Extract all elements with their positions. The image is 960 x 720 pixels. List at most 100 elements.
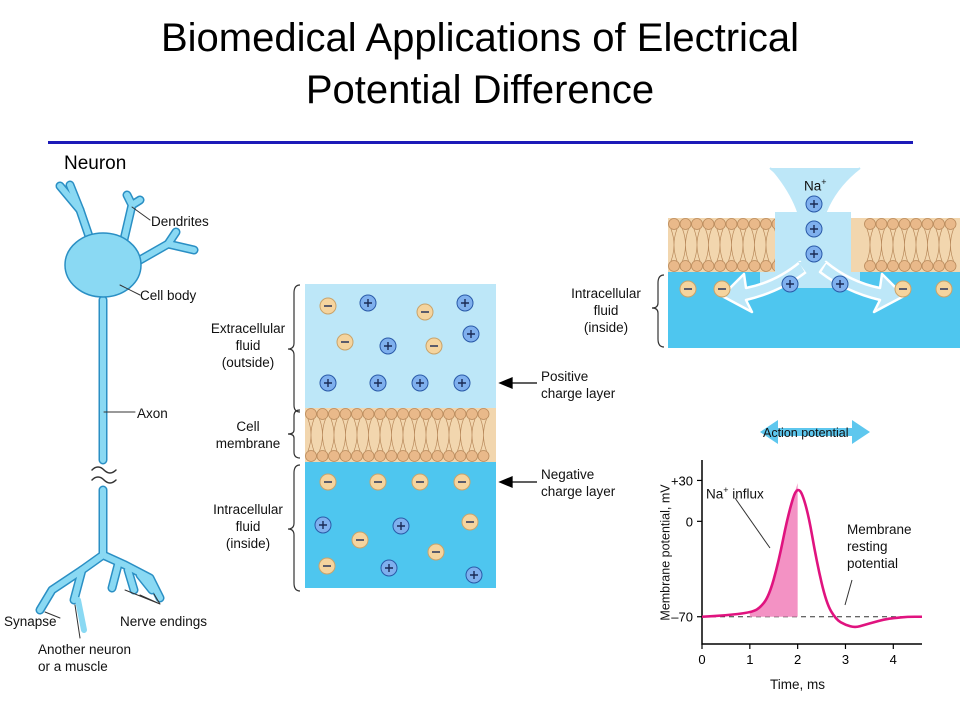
na-superscript: + <box>821 177 827 187</box>
lipid-b-head <box>760 218 772 230</box>
lipid-a-tail <box>376 418 384 452</box>
lipid-b-head <box>864 260 876 272</box>
lipid-b-head <box>748 260 761 272</box>
lipid-b-head <box>887 260 899 272</box>
lipid-a-head <box>316 450 329 462</box>
title-line-2: Potential Difference <box>305 68 655 112</box>
dendrites-label: Dendrites <box>151 214 209 229</box>
lipid-a-tail <box>307 418 315 452</box>
lipid-b-head <box>933 218 945 230</box>
lipid-a-tail <box>422 418 430 452</box>
positive-charge-sign <box>810 200 818 208</box>
lipid-a-head <box>374 408 386 420</box>
lipid-b-tail <box>670 228 678 262</box>
neuron-heading: Neuron <box>64 153 127 174</box>
extracellular-line-1: Extracellular <box>210 321 286 336</box>
lipid-a-tail <box>411 418 418 452</box>
title-underline <box>48 141 913 144</box>
negative-layer-line-1: Negative <box>541 467 595 482</box>
lipid-a-tail <box>388 418 395 452</box>
lipid-a-tail <box>342 418 349 452</box>
lipid-a-head <box>408 450 421 462</box>
lipid-b-tail <box>705 228 712 262</box>
lipid-a-head <box>351 408 363 420</box>
na-ion-label: Na+ <box>804 174 827 195</box>
lipid-b-head <box>725 260 738 272</box>
resting-potential-label: Membrane resting potential <box>847 521 912 572</box>
y-tick-label: +30 <box>671 473 693 488</box>
x-tick-label: 0 <box>698 652 705 667</box>
lipid-b-tail <box>739 228 747 262</box>
lipid-b-tail <box>693 228 701 262</box>
y-tick-label: –70 <box>671 610 693 625</box>
action-potential-arrow <box>760 420 870 444</box>
extracellular-line-3: (outside) <box>221 355 275 370</box>
axon-label: Axon <box>137 406 168 421</box>
resting-line-1: Membrane <box>847 522 912 537</box>
lipid-b-tail <box>682 228 689 262</box>
na-text: Na <box>804 178 822 194</box>
positive-charge-sign <box>786 280 794 288</box>
lipid-b-head <box>910 260 922 272</box>
lipid-b-head <box>898 218 911 230</box>
x-tick-label: 1 <box>746 652 753 667</box>
na-influx-label: Na+ influx <box>706 482 764 503</box>
lipid-b-tail <box>762 228 770 262</box>
lipid-a-head <box>466 408 478 420</box>
positive-charge-sign <box>364 299 372 307</box>
lipid-b-head <box>725 218 738 230</box>
lipid-b-head <box>898 260 911 272</box>
na-influx-superscript: + <box>723 485 729 495</box>
lipid-a-head <box>316 408 329 420</box>
cell-membrane-line-2: membrane <box>215 436 281 451</box>
positive-charge-sign <box>374 379 382 387</box>
lipid-b-tail <box>728 228 735 262</box>
channel-intracellular-line-3: (inside) <box>583 320 629 335</box>
intracellular-line-2: fluid <box>235 519 261 534</box>
membrane-diagram <box>287 284 537 592</box>
positive-charge-sign <box>461 299 469 307</box>
lipid-a-head <box>328 450 340 462</box>
x-tick-label: 2 <box>794 652 801 667</box>
lipid-a-head <box>339 408 352 420</box>
neuron-drawing <box>35 180 199 639</box>
lipid-b-head <box>702 218 715 230</box>
lipid-a-tail <box>468 418 476 452</box>
positive-charge-sign <box>384 342 392 350</box>
lipid-a-head <box>431 408 444 420</box>
positive-charge-sign <box>397 522 405 530</box>
lipid-b-head <box>668 260 680 272</box>
positive-charge-sign <box>467 330 475 338</box>
lipid-a-tail <box>457 418 464 452</box>
another-neuron-label: Another neuron or a muscle <box>38 641 131 675</box>
na-influx-shading <box>749 483 798 617</box>
lipid-a-head <box>385 450 398 462</box>
positive-charge-sign <box>416 379 424 387</box>
lipid-b-head <box>714 218 726 230</box>
lipid-a-head <box>466 450 478 462</box>
lipid-a-head <box>385 408 398 420</box>
lipid-a-head <box>443 450 455 462</box>
lipid-b-tail <box>751 228 758 262</box>
resting-line-3: potential <box>847 556 899 571</box>
negative-layer-line-2: charge layer <box>541 484 616 499</box>
lipid-a-head <box>397 450 409 462</box>
lipid-b-head <box>875 260 888 272</box>
positive-charge-sign <box>836 280 844 288</box>
lipid-a-tail <box>330 418 338 452</box>
page-title: Biomedical Applications of Electrical Po… <box>0 12 960 116</box>
lipid-b-head <box>921 260 934 272</box>
x-tick-label: 4 <box>890 652 897 667</box>
nerve-endings-label: Nerve endings <box>120 614 208 629</box>
lipid-a-tail <box>365 418 372 452</box>
lipid-b-head <box>921 218 934 230</box>
lipid-b-head <box>760 260 772 272</box>
channel-intracellular-line-1: Intracellular <box>571 286 641 301</box>
positive-charge-sign <box>810 250 818 258</box>
lipid-a-head <box>420 408 432 420</box>
lipid-a-head <box>431 450 444 462</box>
lipid-b-tail <box>912 228 920 262</box>
lipid-a-tail <box>353 418 361 452</box>
